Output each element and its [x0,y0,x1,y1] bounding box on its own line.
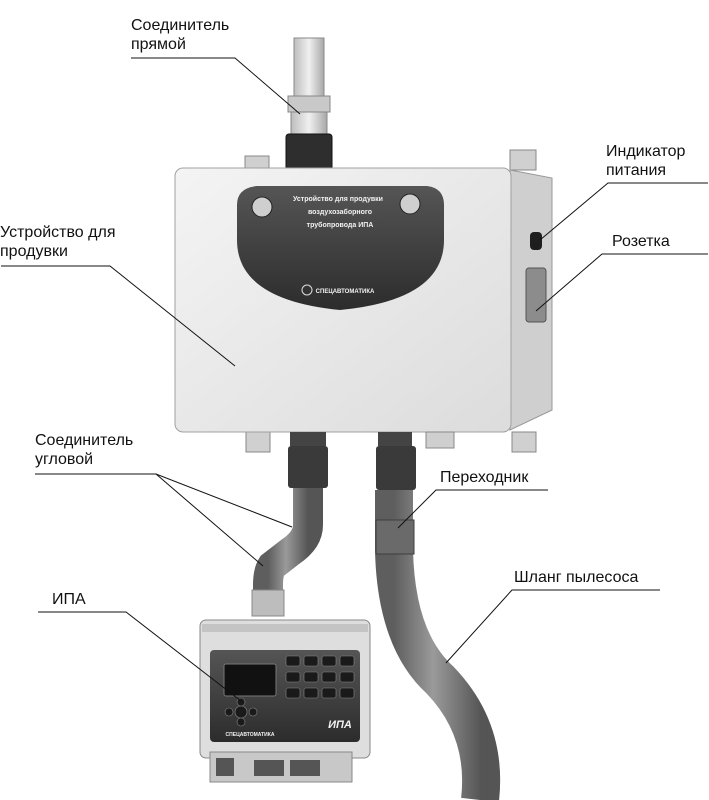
blow-device-enclosure: Устройство для продувки воздухозаборного… [174,167,553,449]
device-face-panel [237,186,444,310]
leader-connector-straight [131,57,301,115]
leader-adapter [397,489,548,529]
ipa-brand: СПЕЦАВТОМАТИКА [226,732,275,738]
label-line: Соединитель [131,17,230,34]
label-line: Соединитель [35,432,134,449]
label-line: питания [606,162,667,179]
label-connector-straight: Соединитель прямой [131,16,229,54]
label-power-indicator: Индикатор питания [606,142,685,180]
ipa-unit: ИПА СПЕЦАВТОМАТИКА [199,619,371,783]
leader-vacuum-hose [445,589,660,664]
label-line: прямой [131,36,186,53]
face-screw-right [399,193,421,215]
label-line: Индикатор [606,143,686,160]
face-brand-logo [301,284,313,296]
face-title-2: воздухозаборного [308,208,372,216]
ipa-qr-code [216,758,234,776]
leader-angle-connector-2 [155,473,264,567]
label-line: продувки [0,243,68,260]
ipa-display [223,663,277,697]
leader-blow-device [1,265,236,367]
straight-connector [285,37,333,171]
label-blow-device: Устройство для продувки [0,223,115,261]
vacuum-hose [375,446,501,800]
face-brand: СПЕЦАВТОМАТИКА [316,289,375,295]
label-line: ИПА [52,591,86,608]
label-ipa: ИПА [52,590,86,609]
power-indicator-lamp [530,232,542,250]
ipa-model: ИПА [328,719,352,731]
label-line: Переходник [440,469,529,486]
adapter [375,519,415,555]
label-angle-connector: Соединитель угловой [35,431,133,469]
leader-lines [1,57,708,702]
small-gland [425,431,455,449]
angle-connector [251,446,328,617]
ipa-keypad [224,655,355,727]
label-socket: Розетка [612,232,670,251]
socket [525,267,547,323]
hose-body [375,490,501,800]
leader-power-indicator [539,182,708,241]
label-vacuum-hose: Шланг пылесоса [514,568,638,587]
face-screw-left [251,196,273,218]
face-title-1: Устройство для продувки [293,195,383,203]
label-line: Устройство для [0,224,116,241]
label-adapter: Переходник [440,468,528,487]
label-line: угловой [35,451,94,468]
label-line: Розетка [612,233,670,250]
leader-angle-connector-1 [35,473,293,528]
leader-ipa [38,611,242,702]
face-title-3: трубопровода ИПА [307,221,374,229]
label-line: Шланг пылесоса [514,569,639,586]
leader-socket [535,253,708,312]
